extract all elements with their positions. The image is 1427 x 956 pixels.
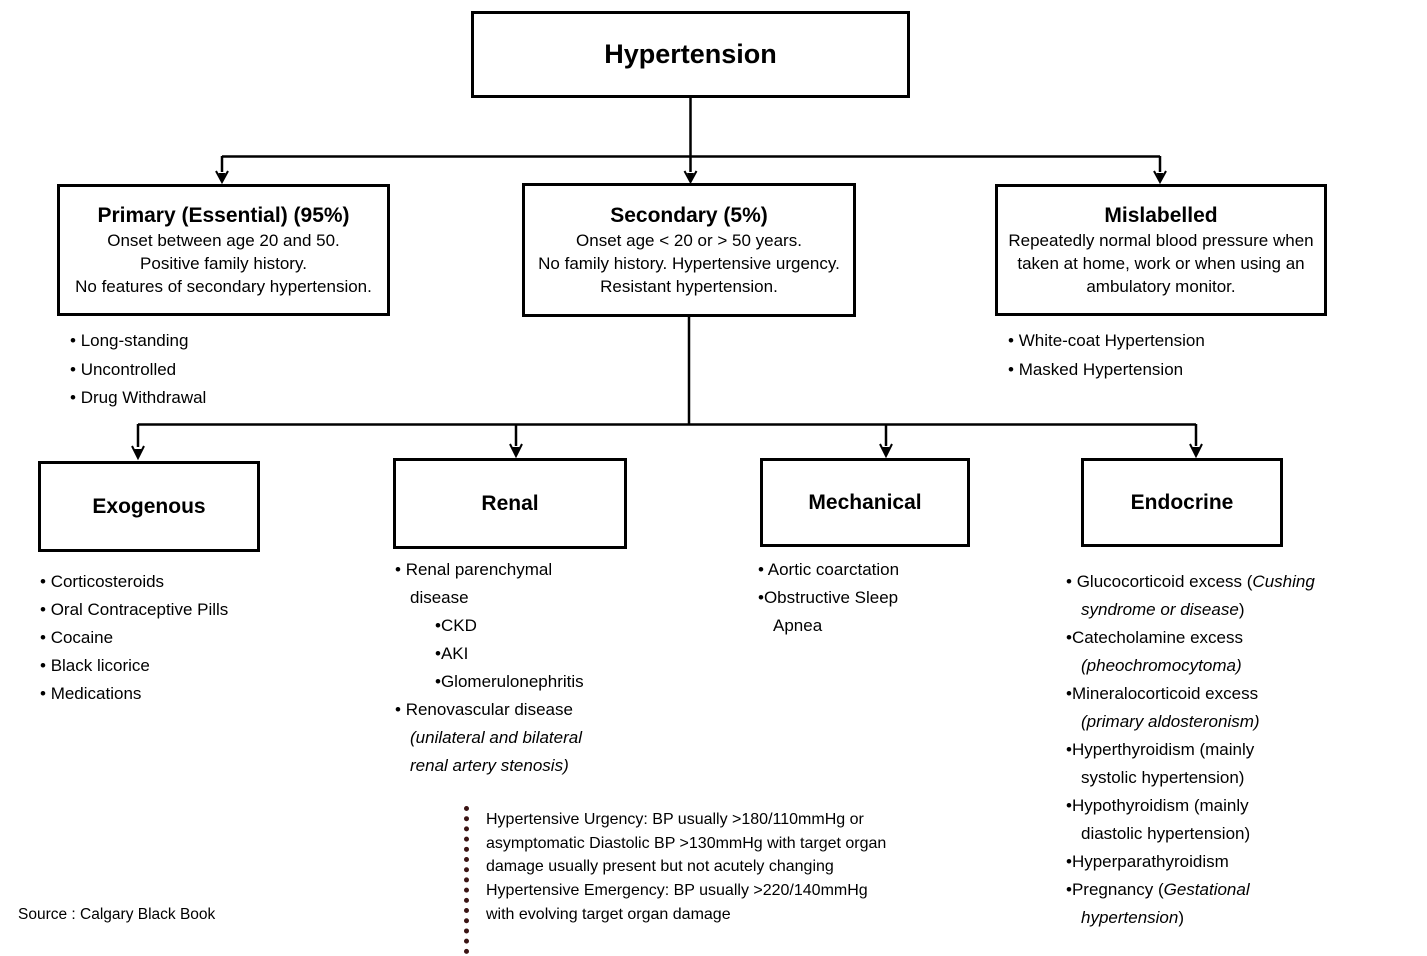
bullet-glyph: • (1008, 331, 1019, 350)
list-item: •Catecholamine excess (pheochromocytoma) (1066, 628, 1243, 675)
urgency-emergency-note: Hypertensive Urgency: BP usually >180/11… (486, 811, 887, 923)
bullet-glyph: • (40, 656, 51, 675)
endocrine-box: Endocrine (1081, 458, 1283, 547)
dotted-divider (464, 806, 469, 954)
list-item: • Aortic coarctation (758, 560, 900, 579)
list-item: • Drug Withdrawal (70, 388, 207, 407)
list-item: •AKI (435, 644, 469, 663)
list-item: • Uncontrolled (70, 359, 177, 379)
exogenous-bullet-list: • Corticosteroids • Oral Contraceptive Pi… (40, 568, 310, 708)
list-item: • Renovascular disease (unilateral and b… (395, 700, 582, 775)
list-item: • White-coat Hypertension (1008, 331, 1205, 350)
list-item: •Hyperparathyroidism (1066, 852, 1229, 871)
list-item: •Hypothyroidism (mainly diastolic hypert… (1066, 796, 1251, 843)
mislabelled-title: Mislabelled (1104, 203, 1218, 227)
renal-bullet-list: • Renal parenchymal disease •CKD •AKI •Glom… (395, 556, 645, 780)
list-item: • Long-standing (70, 331, 189, 350)
endocrine-title: Endocrine (1130, 491, 1234, 514)
renal-title: Renal (481, 492, 539, 515)
mislabelled-bullet-list: • White-coat Hypertension • Masked Hypert… (1008, 327, 1318, 384)
bullet-glyph: • (1066, 880, 1072, 899)
list-item: • Glucocorticoid excess (Cushing syndrom… (1066, 572, 1315, 619)
bullet-glyph: • (435, 616, 441, 635)
secondary-title: Secondary (5%) (610, 203, 768, 227)
bullet-glyph: • (1066, 852, 1072, 871)
list-item: •Pregnancy (Gestational hypertension) (1066, 880, 1250, 927)
secondary-box: Secondary (5%) Onset age < 20 or > 50 ye… (522, 183, 856, 317)
list-item: • Oral Contraceptive Pills (40, 600, 229, 619)
mechanical-bullet-list: • Aortic coarctation •Obstructive Sleep A… (758, 556, 973, 640)
list-item: • Renal parenchymal disease (395, 560, 553, 607)
list-item: •Mineralocorticoid excess (primary aldos… (1066, 684, 1260, 731)
list-item: •Obstructive Sleep Apnea (758, 588, 899, 635)
bullet-glyph: • (70, 331, 81, 350)
exogenous-box: Exogenous (38, 461, 260, 552)
bullet-glyph: • (40, 684, 51, 703)
bullet-glyph: • (758, 588, 764, 607)
bullet-glyph: • (395, 560, 406, 579)
list-item: •Hyperthyroidism (mainly systolic hypert… (1066, 740, 1255, 787)
bullet-glyph: • (395, 700, 406, 719)
source-credit: Source : Calgary Black Book (18, 906, 216, 923)
bullet-glyph: • (40, 600, 51, 619)
list-item: • Cocaine (40, 628, 114, 647)
bullet-glyph: • (758, 560, 768, 579)
bullet-glyph: • (1066, 628, 1072, 647)
bullet-glyph: • (40, 572, 51, 591)
primary-title: Primary (Essential) (95%) (97, 203, 350, 227)
bullet-glyph: • (1008, 359, 1019, 379)
list-item: •CKD (435, 616, 477, 635)
bullet-glyph: • (435, 672, 441, 691)
hypertension-box: Hypertension (471, 11, 910, 98)
primary-box: Primary (Essential) (95%) Onset between … (57, 184, 390, 316)
bullet-glyph: • (1066, 740, 1072, 759)
mislabelled-box: Mislabelled Repeatedly normal blood pres… (995, 184, 1327, 316)
bullet-glyph: • (40, 628, 51, 647)
hypertension-title: Hypertension (604, 39, 777, 69)
exogenous-title: Exogenous (92, 495, 206, 518)
list-item: • Black licorice (40, 656, 150, 675)
bullet-glyph: • (1066, 572, 1077, 591)
bullet-glyph: • (1066, 684, 1072, 703)
list-item: •Glomerulonephritis (435, 672, 584, 691)
list-item: • Masked Hypertension (1008, 359, 1184, 379)
mislabelled-description: Repeatedly normal blood pressure when ta… (1008, 230, 1314, 296)
primary-description: Onset between age 20 and 50. Positive fa… (75, 230, 372, 296)
list-item: • Medications (40, 684, 142, 703)
primary-bullet-list: • Long-standing • Uncontrolled • Drug With… (70, 327, 370, 413)
list-item: • Corticosteroids (40, 572, 165, 591)
secondary-description: Onset age < 20 or > 50 years. No family … (538, 230, 840, 296)
bullet-glyph: • (435, 644, 441, 663)
mechanical-box: Mechanical (760, 458, 970, 547)
renal-box: Renal (393, 458, 627, 549)
bullet-glyph: • (70, 359, 81, 379)
bullet-glyph: • (1066, 796, 1072, 815)
endocrine-bullet-list: • Glucocorticoid excess (Cushing syndrom… (1066, 568, 1401, 932)
mechanical-title: Mechanical (808, 491, 922, 514)
bullet-glyph: • (70, 388, 81, 407)
